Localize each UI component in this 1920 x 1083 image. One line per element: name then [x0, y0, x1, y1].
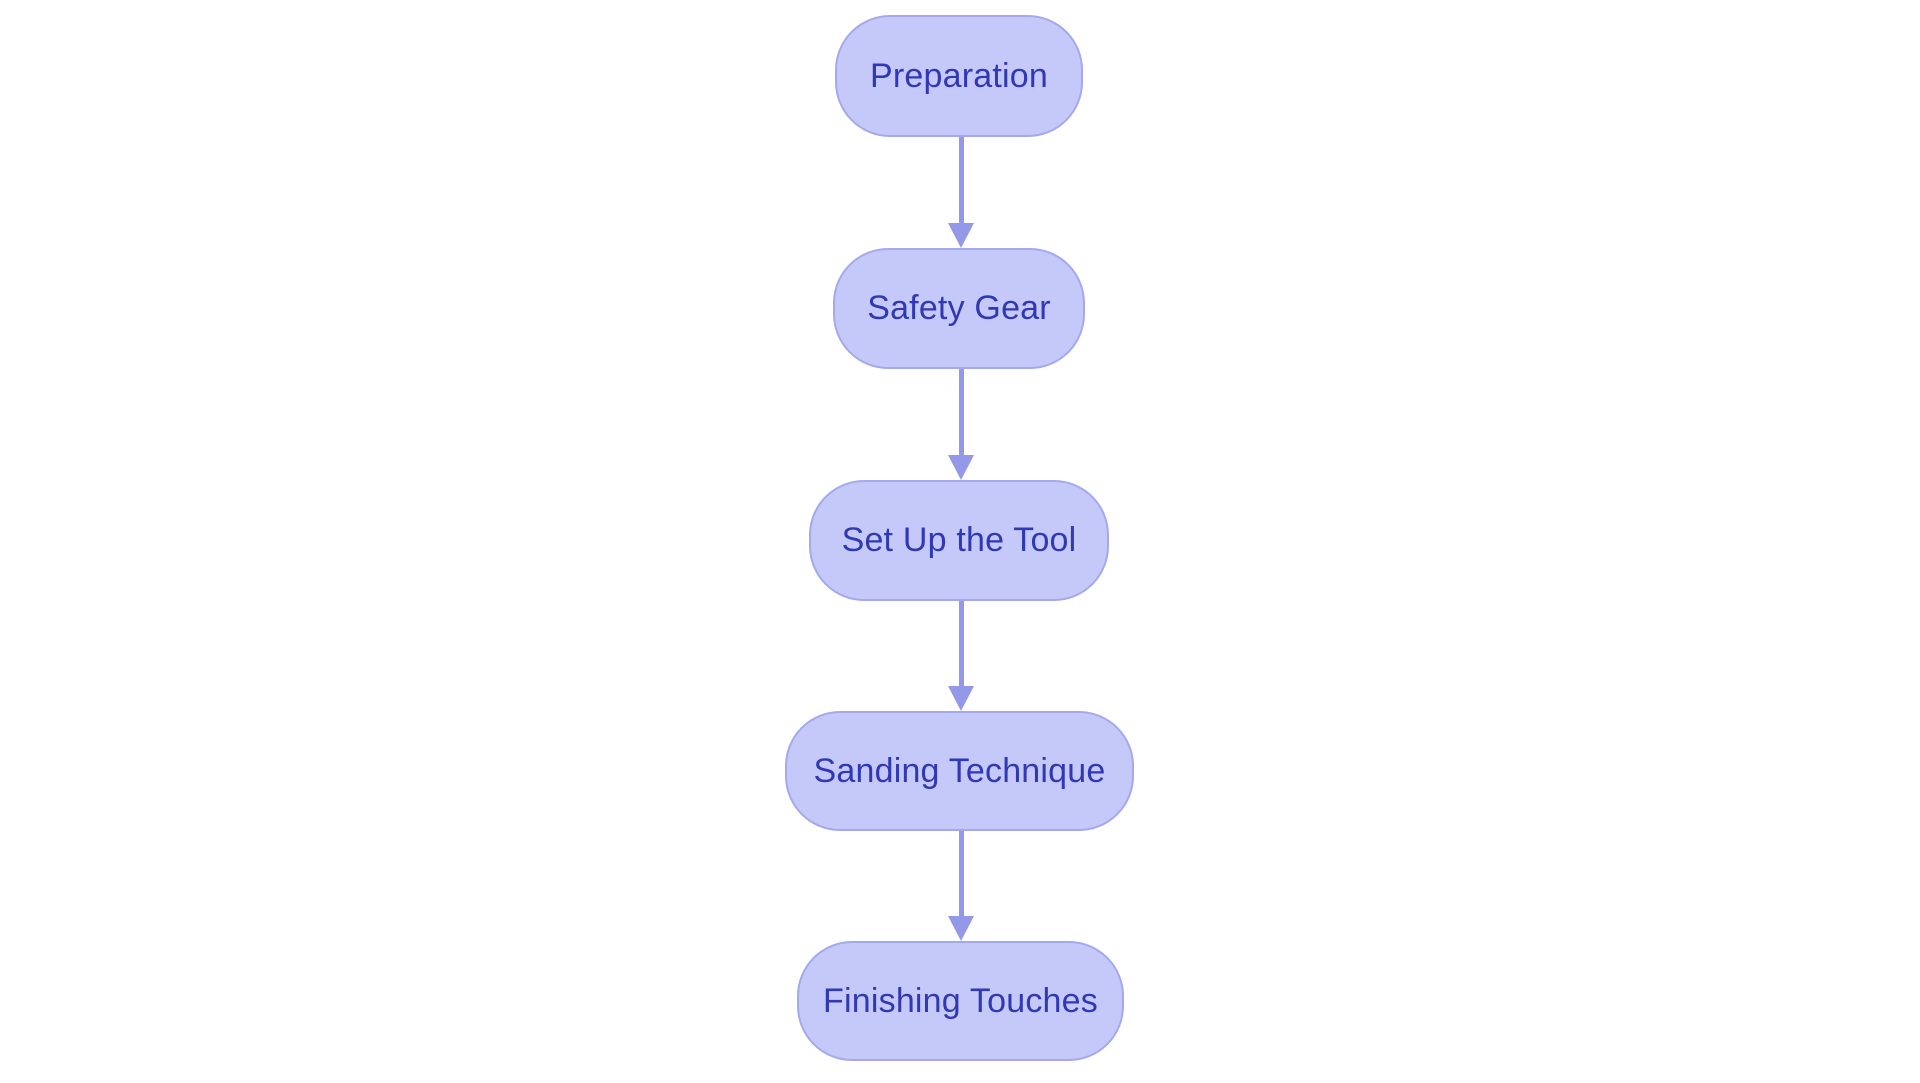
edge-line	[958, 369, 964, 455]
flow-node-safety-gear: Safety Gear	[833, 248, 1085, 369]
flow-edge-3	[947, 601, 975, 711]
edge-line	[958, 831, 964, 916]
arrowhead-down-icon	[948, 455, 974, 480]
node-label: Set Up the Tool	[841, 521, 1077, 559]
flow-edge-2	[947, 369, 975, 480]
flow-node-preparation: Preparation	[835, 15, 1083, 137]
node-label: Sanding Technique	[813, 751, 1106, 790]
node-label: Preparation	[870, 56, 1048, 95]
node-label: Finishing Touches	[823, 981, 1098, 1020]
flow-node-set-up-the-tool: Set Up the Tool	[809, 480, 1109, 601]
edge-line	[958, 601, 964, 686]
arrowhead-down-icon	[948, 223, 974, 248]
flow-node-finishing-touches: Finishing Touches	[797, 941, 1124, 1061]
flow-node-sanding-technique: Sanding Technique	[785, 711, 1134, 831]
flow-edge-4	[947, 831, 975, 941]
node-label: Safety Gear	[867, 289, 1051, 327]
arrowhead-down-icon	[948, 686, 974, 711]
flow-edge-1	[947, 137, 975, 248]
arrowhead-down-icon	[948, 916, 974, 941]
edge-line	[958, 137, 964, 223]
